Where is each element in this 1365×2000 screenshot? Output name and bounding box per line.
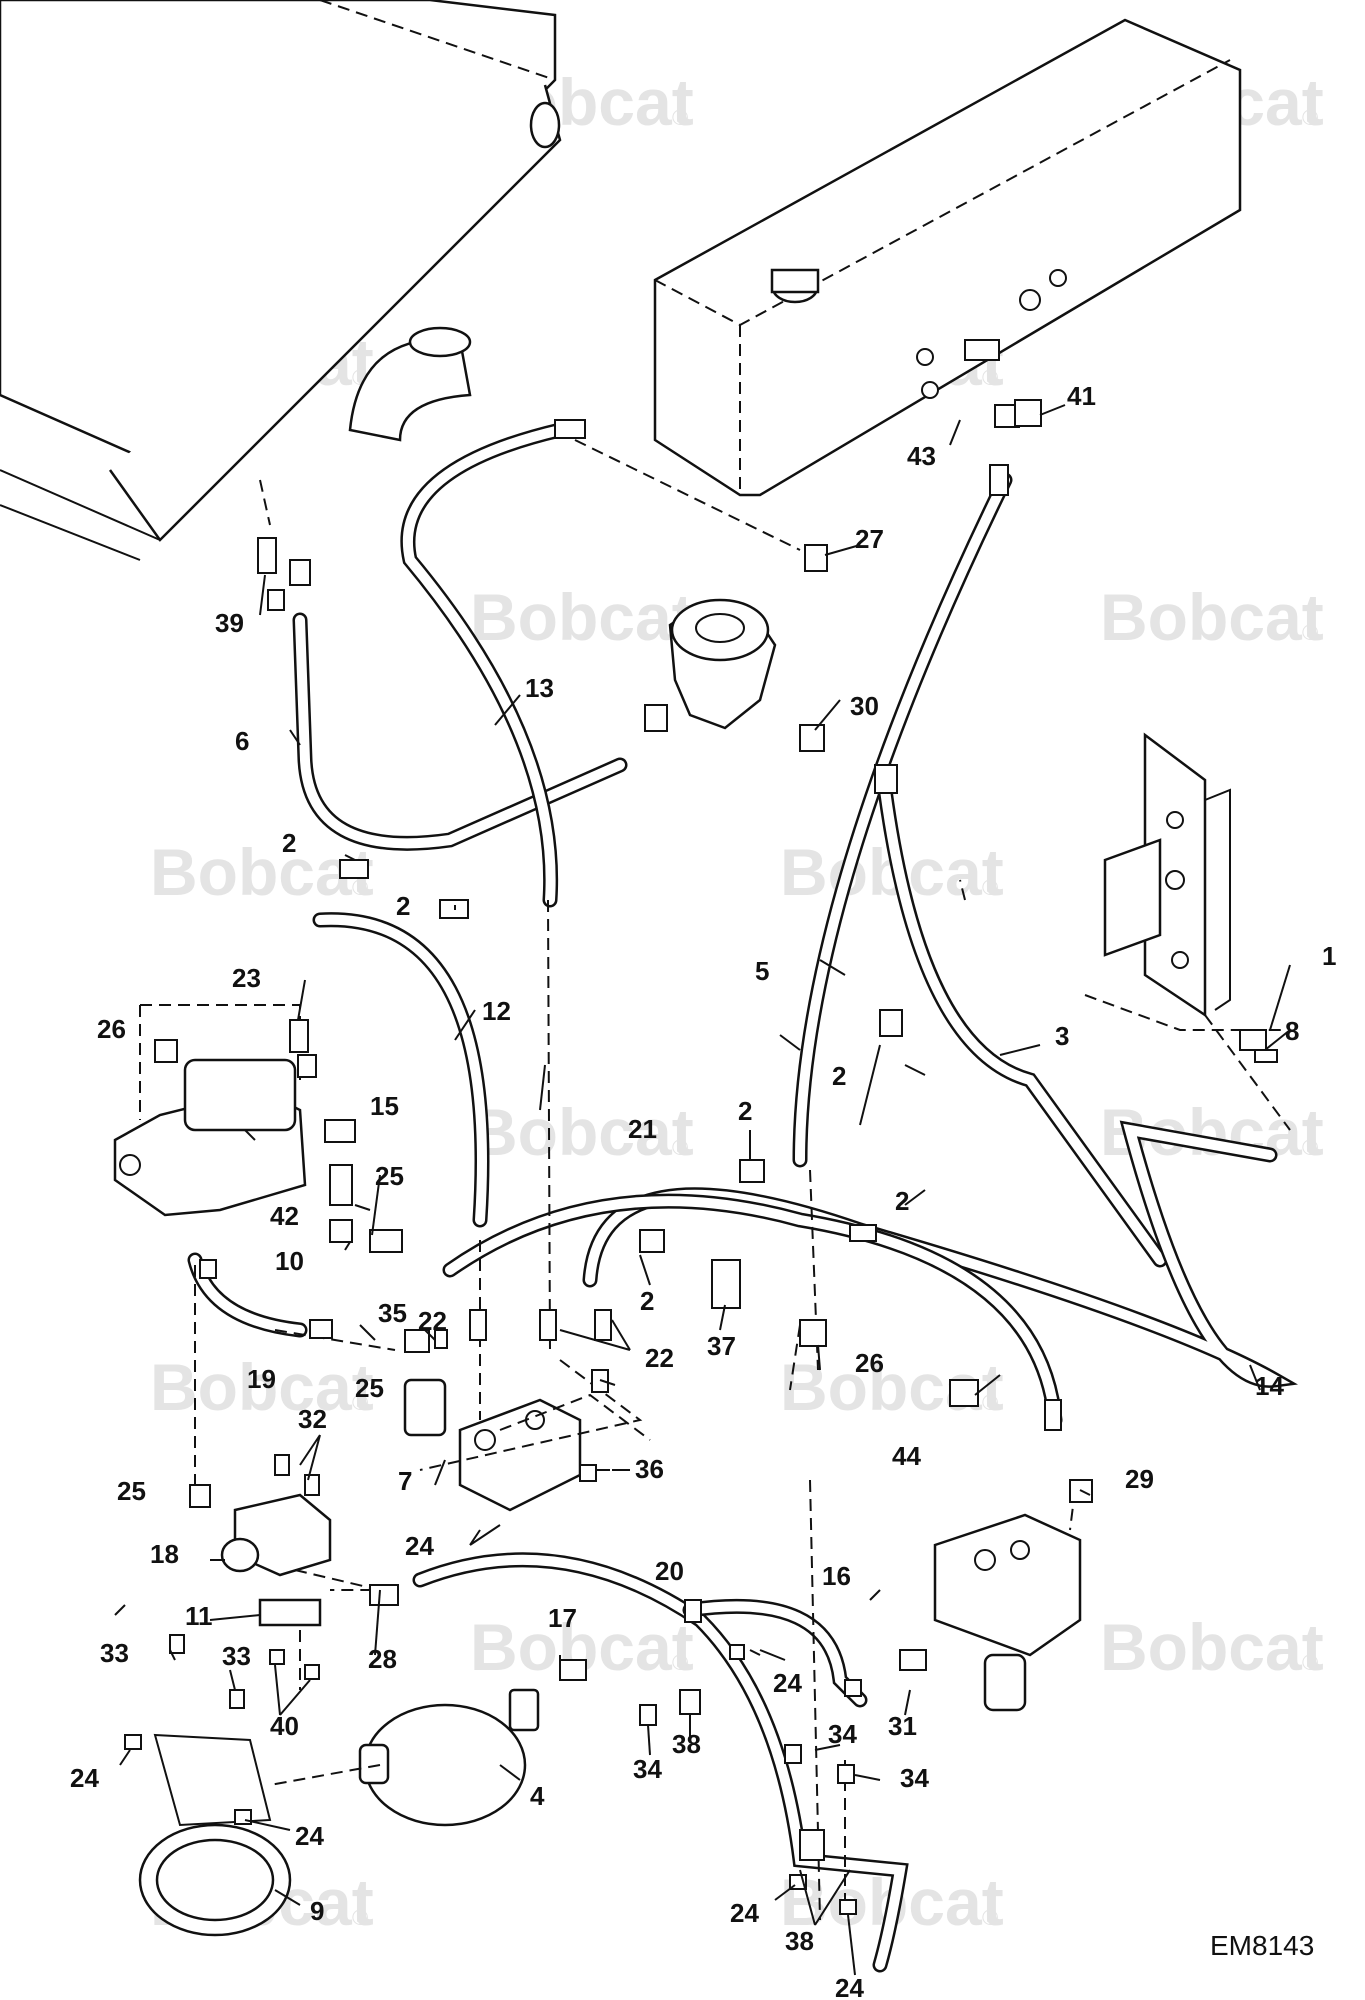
callout-33: 33 bbox=[100, 1638, 129, 1668]
registered-mark: ® bbox=[1302, 105, 1318, 130]
callout-7: 7 bbox=[398, 1466, 412, 1496]
registered-mark: ® bbox=[352, 875, 368, 900]
registered-mark: ® bbox=[672, 105, 688, 130]
callout-6: 6 bbox=[235, 726, 249, 756]
registered-mark: ® bbox=[1302, 620, 1318, 645]
control-valve bbox=[933, 1513, 1082, 1712]
callout-37: 37 bbox=[707, 1331, 736, 1361]
callout-27: 27 bbox=[855, 524, 884, 554]
callout-13: 13 bbox=[525, 673, 554, 703]
registered-mark: ® bbox=[352, 1390, 368, 1415]
callout-26: 26 bbox=[855, 1348, 884, 1378]
callout-9: 9 bbox=[310, 1896, 324, 1926]
fittings bbox=[124, 399, 1278, 1915]
callout-38: 38 bbox=[785, 1926, 814, 1956]
callout-10: 10 bbox=[275, 1246, 304, 1276]
callout-34: 34 bbox=[900, 1763, 929, 1793]
registered-mark: ® bbox=[1302, 1135, 1318, 1160]
callout-31: 31 bbox=[888, 1711, 917, 1741]
callout-4: 4 bbox=[530, 1781, 545, 1811]
callout-28: 28 bbox=[368, 1644, 397, 1674]
callout-17: 17 bbox=[548, 1603, 577, 1633]
callout-1: 1 bbox=[1322, 941, 1336, 971]
callout-36: 36 bbox=[635, 1454, 664, 1484]
callout-24: 24 bbox=[405, 1531, 434, 1561]
callout-11: 11 bbox=[185, 1601, 213, 1631]
callout-14: 14 bbox=[1255, 1371, 1284, 1401]
accumulator-clamp bbox=[138, 1733, 292, 1937]
callout-2: 2 bbox=[396, 891, 410, 921]
callout-41: 41 bbox=[1067, 381, 1096, 411]
callout-24: 24 bbox=[295, 1821, 324, 1851]
callout-2: 2 bbox=[282, 828, 296, 858]
registered-mark: ® bbox=[352, 1905, 368, 1930]
callout-12: 12 bbox=[482, 996, 511, 1026]
registered-mark: ® bbox=[1302, 1650, 1318, 1675]
callout-29: 29 bbox=[1125, 1464, 1154, 1494]
callout-5: 5 bbox=[755, 956, 769, 986]
watermark-text: Bobcat bbox=[1100, 1610, 1324, 1684]
watermark-text: Bobcat bbox=[470, 1095, 694, 1169]
callout-16: 16 bbox=[822, 1561, 851, 1591]
callout-25: 25 bbox=[375, 1161, 404, 1191]
callout-2: 2 bbox=[832, 1061, 846, 1091]
mounting-bracket bbox=[258, 1598, 322, 1627]
callout-21: 21 bbox=[628, 1114, 657, 1144]
registered-mark: ® bbox=[672, 1135, 688, 1160]
callout-24: 24 bbox=[835, 1973, 864, 2000]
callout-35: 35 bbox=[378, 1298, 407, 1328]
callout-19: 19 bbox=[247, 1364, 276, 1394]
registered-mark: ® bbox=[982, 1390, 998, 1415]
solenoid-valve bbox=[220, 1493, 332, 1577]
callout-25: 25 bbox=[117, 1476, 146, 1506]
hydraulic-tank bbox=[653, 18, 1242, 497]
leader-lines bbox=[114, 404, 1291, 1976]
callout-22: 22 bbox=[645, 1343, 674, 1373]
callout-38: 38 bbox=[672, 1729, 701, 1759]
hydraulic-pump bbox=[113, 1004, 307, 1217]
callout-22: 22 bbox=[418, 1306, 447, 1336]
callout-20: 20 bbox=[655, 1556, 684, 1586]
callout-2: 2 bbox=[640, 1286, 654, 1316]
callout-23: 23 bbox=[232, 963, 261, 993]
callout-15: 15 bbox=[370, 1091, 399, 1121]
callout-33: 33 bbox=[222, 1641, 251, 1671]
callout-3: 3 bbox=[1055, 1021, 1069, 1051]
callout-25: 25 bbox=[355, 1373, 384, 1403]
callout-26: 26 bbox=[97, 1014, 126, 1044]
motor bbox=[668, 598, 777, 730]
oil-cooler-assembly bbox=[0, 0, 562, 561]
callout-30: 30 bbox=[850, 691, 879, 721]
callout-24: 24 bbox=[773, 1668, 802, 1698]
callout-24: 24 bbox=[730, 1898, 759, 1928]
registered-mark: ® bbox=[982, 1905, 998, 1930]
callout-44: 44 bbox=[892, 1441, 921, 1471]
callout-40: 40 bbox=[270, 1711, 299, 1741]
valve-block bbox=[403, 1378, 582, 1512]
watermark-text: Bobcat bbox=[1100, 580, 1324, 654]
callout-32: 32 bbox=[298, 1404, 327, 1434]
accumulator bbox=[358, 1688, 540, 1827]
callout-43: 43 bbox=[907, 441, 936, 471]
valve-mount-plate bbox=[1084, 732, 1285, 1031]
registered-mark: ® bbox=[982, 365, 998, 390]
callout-8: 8 bbox=[1285, 1016, 1299, 1046]
callout-labels: 1 2 2 2 2 2 2 3 4 5 6 7 8 9 10 11 12 13 … bbox=[70, 381, 1336, 2000]
callout-2: 2 bbox=[738, 1096, 752, 1126]
callout-2: 2 bbox=[895, 1186, 909, 1216]
callout-34: 34 bbox=[633, 1754, 662, 1784]
callout-18: 18 bbox=[150, 1539, 179, 1569]
callout-34: 34 bbox=[828, 1719, 857, 1749]
registered-mark: ® bbox=[982, 875, 998, 900]
callout-39: 39 bbox=[215, 608, 244, 638]
hose-lines bbox=[187, 422, 1299, 1973]
callout-42: 42 bbox=[270, 1201, 299, 1231]
watermark-text: Bobcat bbox=[150, 1350, 374, 1424]
callout-24: 24 bbox=[70, 1763, 99, 1793]
watermark-text: Bobcat bbox=[150, 835, 374, 909]
drawing-code: EM8143 bbox=[1210, 1930, 1314, 1961]
watermark-text: Bobcat bbox=[470, 580, 694, 654]
registered-mark: ® bbox=[672, 1650, 688, 1675]
